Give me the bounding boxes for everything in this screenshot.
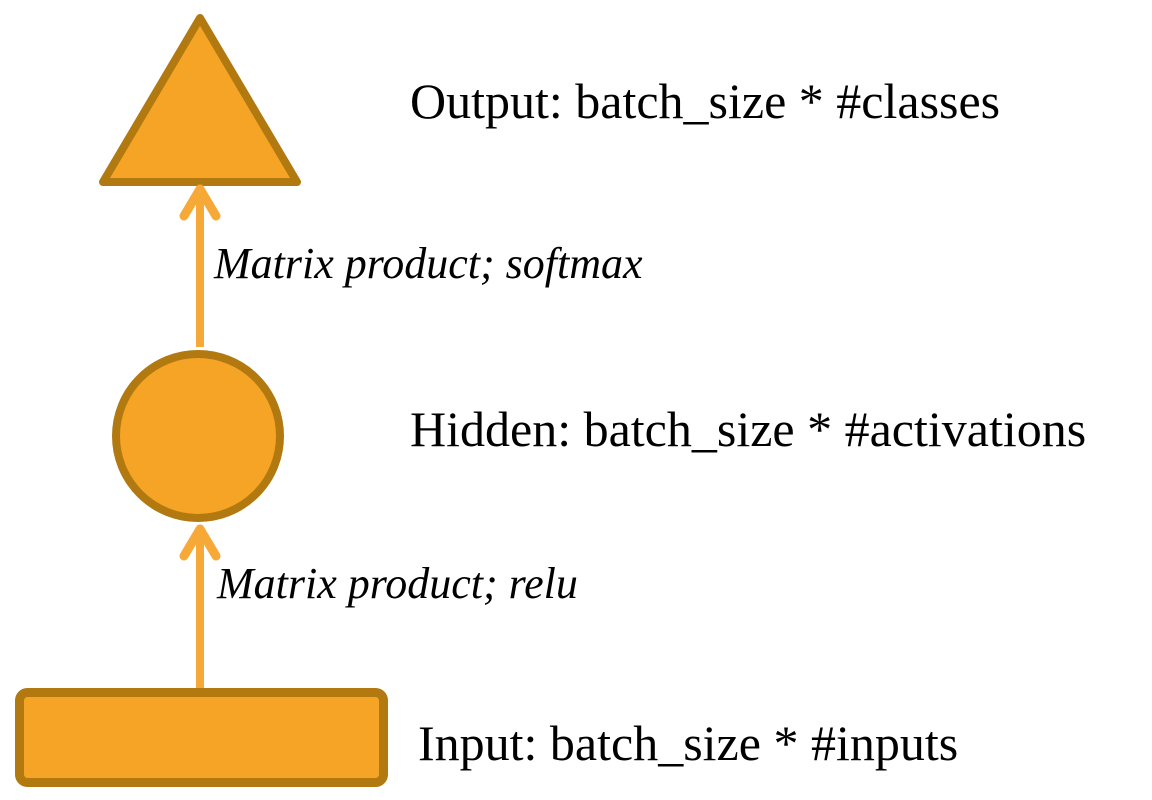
output-node-triangle bbox=[99, 14, 301, 186]
softmax-arrow bbox=[179, 184, 221, 347]
hidden-node-label: Hidden: batch_size * #activations bbox=[410, 401, 1087, 457]
hidden-node-circle bbox=[112, 350, 284, 522]
arrow-head-icon bbox=[179, 524, 221, 561]
input-node-label: Input: batch_size * #inputs bbox=[418, 715, 959, 771]
relu-arrow bbox=[179, 524, 221, 689]
relu-edge-label: Matrix product; relu bbox=[217, 559, 578, 608]
softmax-edge-label: Matrix product; softmax bbox=[214, 239, 643, 288]
output-node-label: Output: batch_size * #classes bbox=[410, 73, 1001, 129]
input-node-rect bbox=[15, 688, 388, 787]
arrow-head-icon bbox=[179, 184, 221, 221]
